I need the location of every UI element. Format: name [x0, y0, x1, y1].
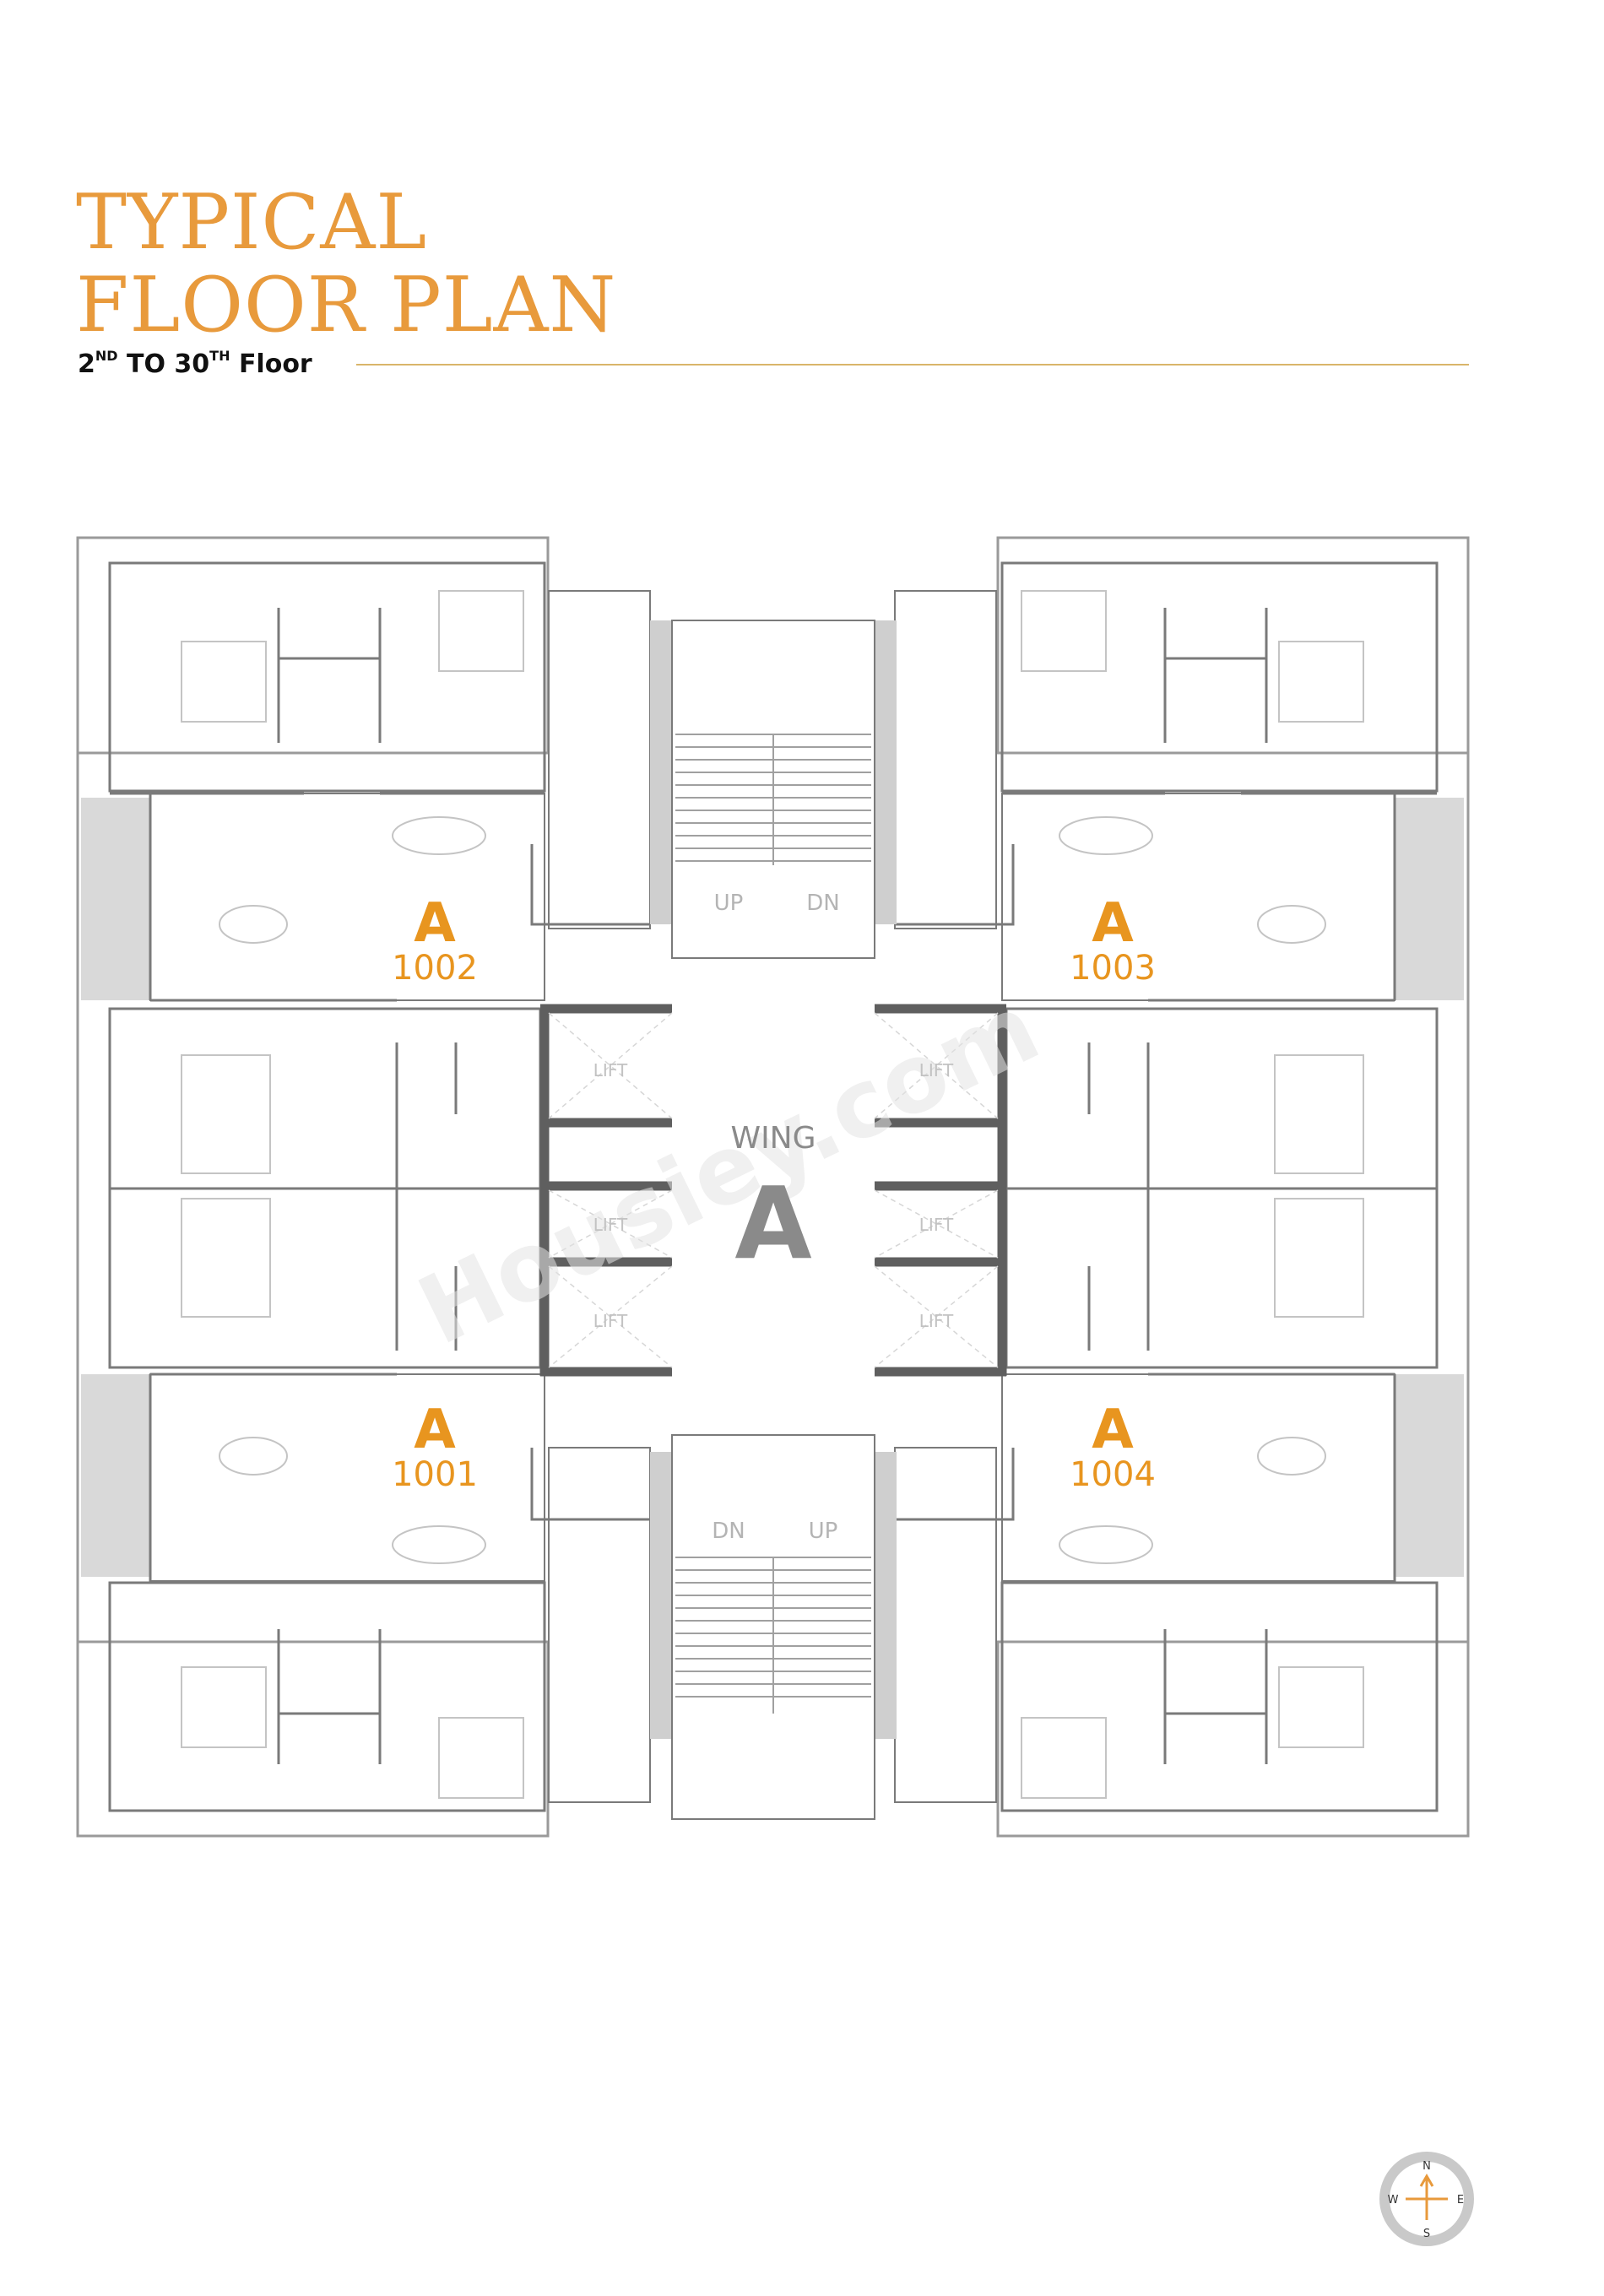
compass-w: W: [1388, 2194, 1399, 2207]
bed-1001-b: [438, 1717, 524, 1799]
unit-number-1002: 1002: [392, 949, 478, 988]
unit-letter-1004: A: [1092, 1399, 1134, 1461]
lift-core-left: [539, 1004, 672, 1377]
lift-core-right: [875, 1004, 1007, 1377]
bed-1003-b: [1021, 590, 1107, 672]
page-title: TYPICAL FLOOR PLAN: [76, 181, 616, 347]
lift-label-5: LIFT: [919, 1215, 954, 1235]
plan-linework: [76, 536, 1470, 1838]
unit-number-1004: 1004: [1070, 1455, 1156, 1494]
stair-bottom-right-label: UP: [809, 1519, 838, 1544]
unit-1001-bedroom-block: [108, 1581, 546, 1812]
compass-e: E: [1457, 2194, 1464, 2207]
dining-1001: [392, 1525, 486, 1564]
unit-letter-1003: A: [1092, 892, 1134, 955]
unit-number-1001: 1001: [392, 1455, 478, 1494]
dining-1003: [1059, 816, 1153, 855]
balcony-strip-right-lower: [1395, 1374, 1464, 1577]
compass-cross-icon: [1406, 2178, 1448, 2220]
bed-mid-right-b: [1274, 1198, 1364, 1318]
lift-label-6: LIFT: [919, 1311, 954, 1331]
rug-1002: [219, 905, 288, 944]
stair-top-left-label: UP: [714, 891, 744, 916]
duct-right-lower: [875, 1452, 897, 1739]
title-line-2: FLOOR PLAN: [76, 261, 617, 349]
lift-shafts: [539, 1004, 1007, 1377]
floor-word: Floor: [238, 349, 312, 379]
compass-s: S: [1423, 2228, 1430, 2240]
compass: N S W E: [1379, 2152, 1474, 2246]
slab-outline-bottom-right: [996, 1640, 1470, 1838]
floor-range-subtitle: 2ND TO 30TH Floor: [78, 348, 312, 379]
left-middle-walls: [110, 1042, 540, 1351]
stair-bottom-left-label: DN: [712, 1519, 745, 1544]
bed-mid-left-a: [181, 1054, 271, 1174]
unit-1001-living-room: [149, 1373, 545, 1582]
balcony-strip-left-upper: [81, 798, 150, 1000]
floor-to-number: 30: [174, 349, 210, 379]
floor-to-suffix: TH: [209, 348, 230, 364]
duct-left-upper: [650, 620, 671, 924]
stair-top-right-label: DN: [806, 891, 839, 916]
unit-1003-bedroom-block: [1000, 561, 1439, 793]
unit-1002-internal-walls: [110, 608, 650, 1002]
unit-1003-internal-walls: [895, 608, 1437, 1002]
unit-1004-bedroom-block: [1000, 1581, 1439, 1812]
unit-1004-internal-walls: [895, 1373, 1437, 1764]
bed-1002-a: [181, 641, 267, 723]
bed-1002-b: [438, 590, 524, 672]
compass-arrow-icon: [1419, 2174, 1434, 2187]
watermark: Housiey.com: [403, 973, 1055, 1367]
floor-to-word: TO: [127, 349, 165, 379]
compass-n: N: [1422, 2160, 1431, 2173]
duct-left-lower: [650, 1452, 671, 1739]
right-middle-walls: [1006, 1042, 1437, 1351]
bed-1001-a: [181, 1666, 267, 1748]
unit-1004-living-room: [1001, 1373, 1395, 1582]
kitchen-left-upper: [548, 590, 651, 929]
unit-letter-1001: A: [414, 1399, 456, 1461]
bed-1004-a: [1278, 1666, 1364, 1748]
lift-label-2: LIFT: [593, 1215, 628, 1235]
slab-outline-top-right: [996, 536, 1470, 755]
unit-letter-1002: A: [414, 892, 456, 955]
rug-1001: [219, 1437, 288, 1476]
lift-label-3: LIFT: [593, 1311, 628, 1331]
slab-outline-top-left: [76, 536, 550, 755]
header-rule: [356, 364, 1469, 366]
bed-mid-left-b: [181, 1198, 271, 1318]
floor-from-number: 2: [78, 349, 95, 379]
wing-letter: A: [734, 1165, 811, 1281]
kitchen-right-lower: [894, 1447, 997, 1803]
bed-mid-right-a: [1274, 1054, 1364, 1174]
bed-1004-b: [1021, 1717, 1107, 1799]
furniture-hints: [181, 590, 1364, 1799]
lift-label-4: LIFT: [919, 1060, 954, 1080]
lift-label-1: LIFT: [593, 1060, 628, 1080]
bed-1003-a: [1278, 641, 1364, 723]
wing-label: WING: [730, 1121, 816, 1156]
staircase-bottom: [671, 1434, 875, 1820]
kitchen-left-lower: [548, 1447, 651, 1803]
staircase-top-treads: [675, 734, 871, 865]
slab-outline-bottom-left: [76, 1640, 550, 1838]
unit-1002-living-room: [149, 793, 545, 1001]
balcony-strip-left-lower: [81, 1374, 150, 1577]
balcony-strip-right-upper: [1395, 798, 1464, 1000]
kitchen-right-upper: [894, 590, 997, 929]
staircase-bottom-treads: [675, 1557, 871, 1714]
staircase-top: [671, 620, 875, 959]
dining-1004: [1059, 1525, 1153, 1564]
unit-number-1003: 1003: [1070, 949, 1156, 988]
rug-1003: [1257, 905, 1326, 944]
floor-from-suffix: ND: [95, 348, 118, 364]
unit-1003-living-room: [1001, 793, 1395, 1001]
unit-1001-internal-walls: [110, 1373, 650, 1764]
title-line-1: TYPICAL: [76, 178, 428, 267]
duct-right-upper: [875, 620, 897, 924]
dining-1002: [392, 816, 486, 855]
rug-1004: [1257, 1437, 1326, 1476]
unit-1002-bedroom-block: [108, 561, 546, 793]
